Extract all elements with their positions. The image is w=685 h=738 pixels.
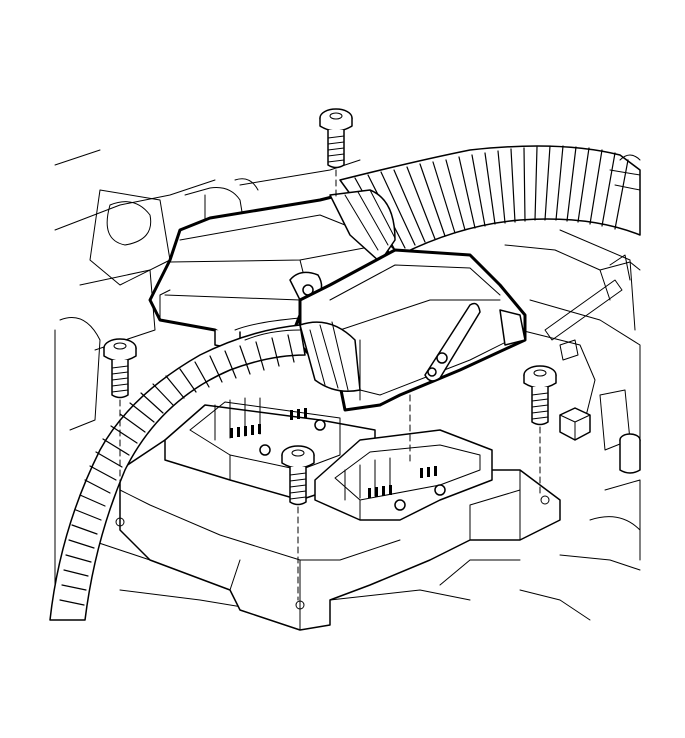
bolt-icon — [319, 108, 353, 169]
bolt-icon — [523, 365, 557, 426]
bolt-top — [319, 108, 353, 201]
bolt-left — [103, 338, 137, 521]
upper-wiring-harness — [339, 145, 641, 256]
lower-electrical-connector — [298, 248, 527, 412]
right-side-hardware — [544, 261, 641, 474]
wire-ends — [609, 154, 641, 191]
bolt-icon — [103, 338, 137, 399]
right-header-socket — [314, 429, 493, 521]
bolt-right — [523, 365, 557, 496]
front-wiring-harness — [49, 317, 306, 621]
bolt-center — [281, 445, 315, 601]
bolt-icon — [281, 445, 315, 506]
